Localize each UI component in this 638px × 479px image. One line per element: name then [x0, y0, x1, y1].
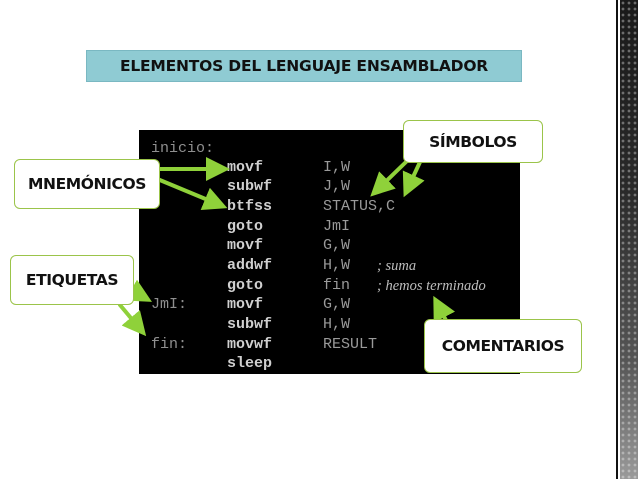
- code-operand: H,W: [323, 257, 351, 274]
- code-label: inicio:: [151, 140, 215, 157]
- code-comment: ; suma: [377, 258, 417, 274]
- callout-comentarios: COMENTARIOS: [424, 319, 582, 373]
- code-mnemonic: subwf: [227, 316, 273, 333]
- code-label: JmI:: [151, 296, 188, 313]
- code-operand: G,W: [323, 296, 351, 313]
- code-mnemonic: btfss: [227, 198, 273, 215]
- code-operand: JmI: [323, 218, 351, 235]
- code-mnemonic: movf: [227, 296, 264, 313]
- callout-simbolos: SÍMBOLOS: [403, 120, 543, 163]
- slide-title-banner: ELEMENTOS DEL LENGUAJE ENSAMBLADOR: [86, 50, 522, 82]
- callout-mnemonicos: MNEMÓNICOS: [14, 159, 160, 209]
- code-operand: H,W: [323, 316, 351, 333]
- slide-title: ELEMENTOS DEL LENGUAJE ENSAMBLADOR: [119, 57, 489, 75]
- code-mnemonic: sleep: [227, 355, 273, 372]
- code-label: fin:: [151, 336, 188, 353]
- code-operand: J,W: [323, 178, 351, 195]
- code-mnemonic: movf: [227, 237, 264, 254]
- callout-comentarios-label: COMENTARIOS: [441, 337, 565, 355]
- callout-mnemonicos-label: MNEMÓNICOS: [27, 175, 147, 193]
- assembly-code-block: inicio: movf I,W subwf J,W btfss STATUS,…: [139, 130, 520, 374]
- code-mnemonic: addwf: [227, 257, 273, 274]
- code-mnemonic: movf: [227, 159, 264, 176]
- code-operand: fin: [323, 277, 351, 294]
- code-mnemonic: movwf: [227, 336, 273, 353]
- code-operand: STATUS,C: [323, 198, 396, 215]
- slide-edge-pattern: [620, 0, 638, 479]
- code-mnemonic: goto: [227, 277, 264, 294]
- code-comment: ; hemos terminado: [377, 278, 486, 294]
- slide-edge-divider: [616, 0, 618, 479]
- code-operand: RESULT: [323, 336, 378, 353]
- code-operand: I,W: [323, 159, 351, 176]
- code-mnemonic: goto: [227, 218, 264, 235]
- callout-etiquetas: ETIQUETAS: [10, 255, 134, 305]
- code-operand: G,W: [323, 237, 351, 254]
- callout-etiquetas-label: ETIQUETAS: [25, 271, 119, 289]
- callout-simbolos-label: SÍMBOLOS: [429, 132, 517, 151]
- code-mnemonic: subwf: [227, 178, 273, 195]
